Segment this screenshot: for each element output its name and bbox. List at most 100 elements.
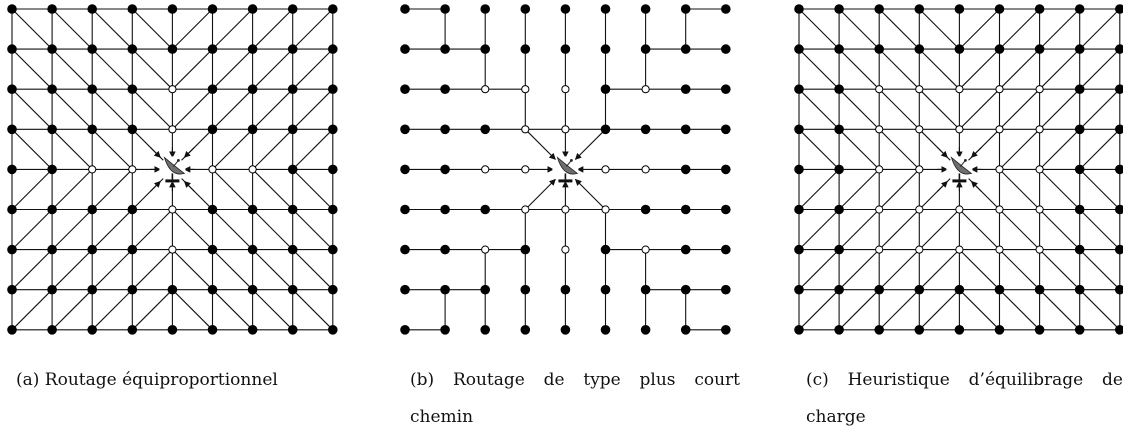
filled-node [208, 125, 217, 134]
filled-node [401, 85, 410, 94]
hollow-node [1036, 126, 1043, 133]
filled-node [795, 125, 804, 134]
hollow-node [876, 86, 883, 93]
filled-node [681, 165, 690, 174]
filled-node [722, 125, 731, 134]
edge [12, 250, 52, 290]
edge [52, 210, 92, 250]
filled-node [168, 285, 177, 294]
filled-node [8, 85, 17, 94]
edge [971, 147, 981, 157]
filled-node [875, 285, 884, 294]
filled-node [128, 326, 137, 335]
filled-node [641, 125, 650, 134]
edge [799, 250, 839, 290]
filled-node [722, 5, 731, 14]
filled-node [288, 165, 297, 174]
edge [799, 169, 839, 209]
filled-node [441, 45, 450, 54]
edge [879, 210, 919, 250]
filled-node [835, 285, 844, 294]
filled-node [601, 45, 610, 54]
filled-node [401, 205, 410, 214]
hollow-node [876, 166, 883, 173]
filled-node [795, 5, 804, 14]
filled-node [329, 285, 338, 294]
hollow-node [522, 166, 529, 173]
filled-node [401, 125, 410, 134]
filled-node [1035, 45, 1044, 54]
hollow-node [522, 206, 529, 213]
edge [1080, 250, 1120, 290]
panel-load-balancing-heuristic [795, 5, 1123, 334]
filled-node [835, 205, 844, 214]
edge [839, 49, 879, 89]
edge [1000, 290, 1040, 330]
filled-node [995, 326, 1004, 335]
filled-node [481, 326, 490, 335]
filled-node [248, 85, 257, 94]
filled-node [401, 285, 410, 294]
edge [293, 250, 333, 290]
filled-node [1075, 165, 1084, 174]
panel-equiproportional-routing [8, 5, 337, 334]
edge [132, 290, 172, 330]
hollow-node [876, 206, 883, 213]
edge [525, 129, 555, 159]
edge [172, 89, 212, 129]
filled-node [481, 45, 490, 54]
hollow-node [562, 206, 569, 213]
filled-node [955, 285, 964, 294]
edge [879, 129, 919, 169]
filled-node [995, 45, 1004, 54]
edge [293, 169, 333, 209]
hollow-node [89, 166, 96, 173]
edge [1040, 49, 1080, 89]
edge [12, 49, 52, 89]
hollow-node [1036, 206, 1043, 213]
filled-node [329, 245, 338, 254]
filled-node [835, 85, 844, 94]
filled-node [835, 326, 844, 335]
edge [92, 49, 132, 89]
filled-node [441, 5, 450, 14]
filled-node [248, 5, 257, 14]
edge [1080, 210, 1120, 250]
hollow-node [996, 246, 1003, 253]
filled-node [521, 285, 530, 294]
edge [12, 89, 52, 129]
edge [92, 169, 132, 209]
filled-node [722, 85, 731, 94]
edge [799, 290, 839, 330]
edge [879, 9, 919, 49]
filled-node [208, 85, 217, 94]
edge [12, 9, 52, 49]
filled-node [915, 5, 924, 14]
edge [132, 250, 172, 290]
filled-node [88, 85, 97, 94]
edge [839, 210, 879, 250]
hollow-node [996, 126, 1003, 133]
filled-node [481, 205, 490, 214]
filled-node [329, 326, 338, 335]
filled-node [8, 165, 17, 174]
filled-node [288, 45, 297, 54]
filled-node [88, 245, 97, 254]
hollow-node [482, 166, 489, 173]
edge [879, 89, 919, 129]
edge [1080, 169, 1120, 209]
edge [12, 210, 52, 250]
hollow-node [169, 246, 176, 253]
filled-node [1035, 326, 1044, 335]
filled-node [208, 5, 217, 14]
edge [213, 250, 253, 290]
edge [52, 49, 92, 89]
filled-node [1116, 245, 1123, 254]
hollow-node [1036, 86, 1043, 93]
edge [919, 250, 959, 290]
filled-node [1075, 285, 1084, 294]
filled-node [1075, 125, 1084, 134]
filled-node [521, 45, 530, 54]
filled-node [641, 205, 650, 214]
filled-node [329, 85, 338, 94]
